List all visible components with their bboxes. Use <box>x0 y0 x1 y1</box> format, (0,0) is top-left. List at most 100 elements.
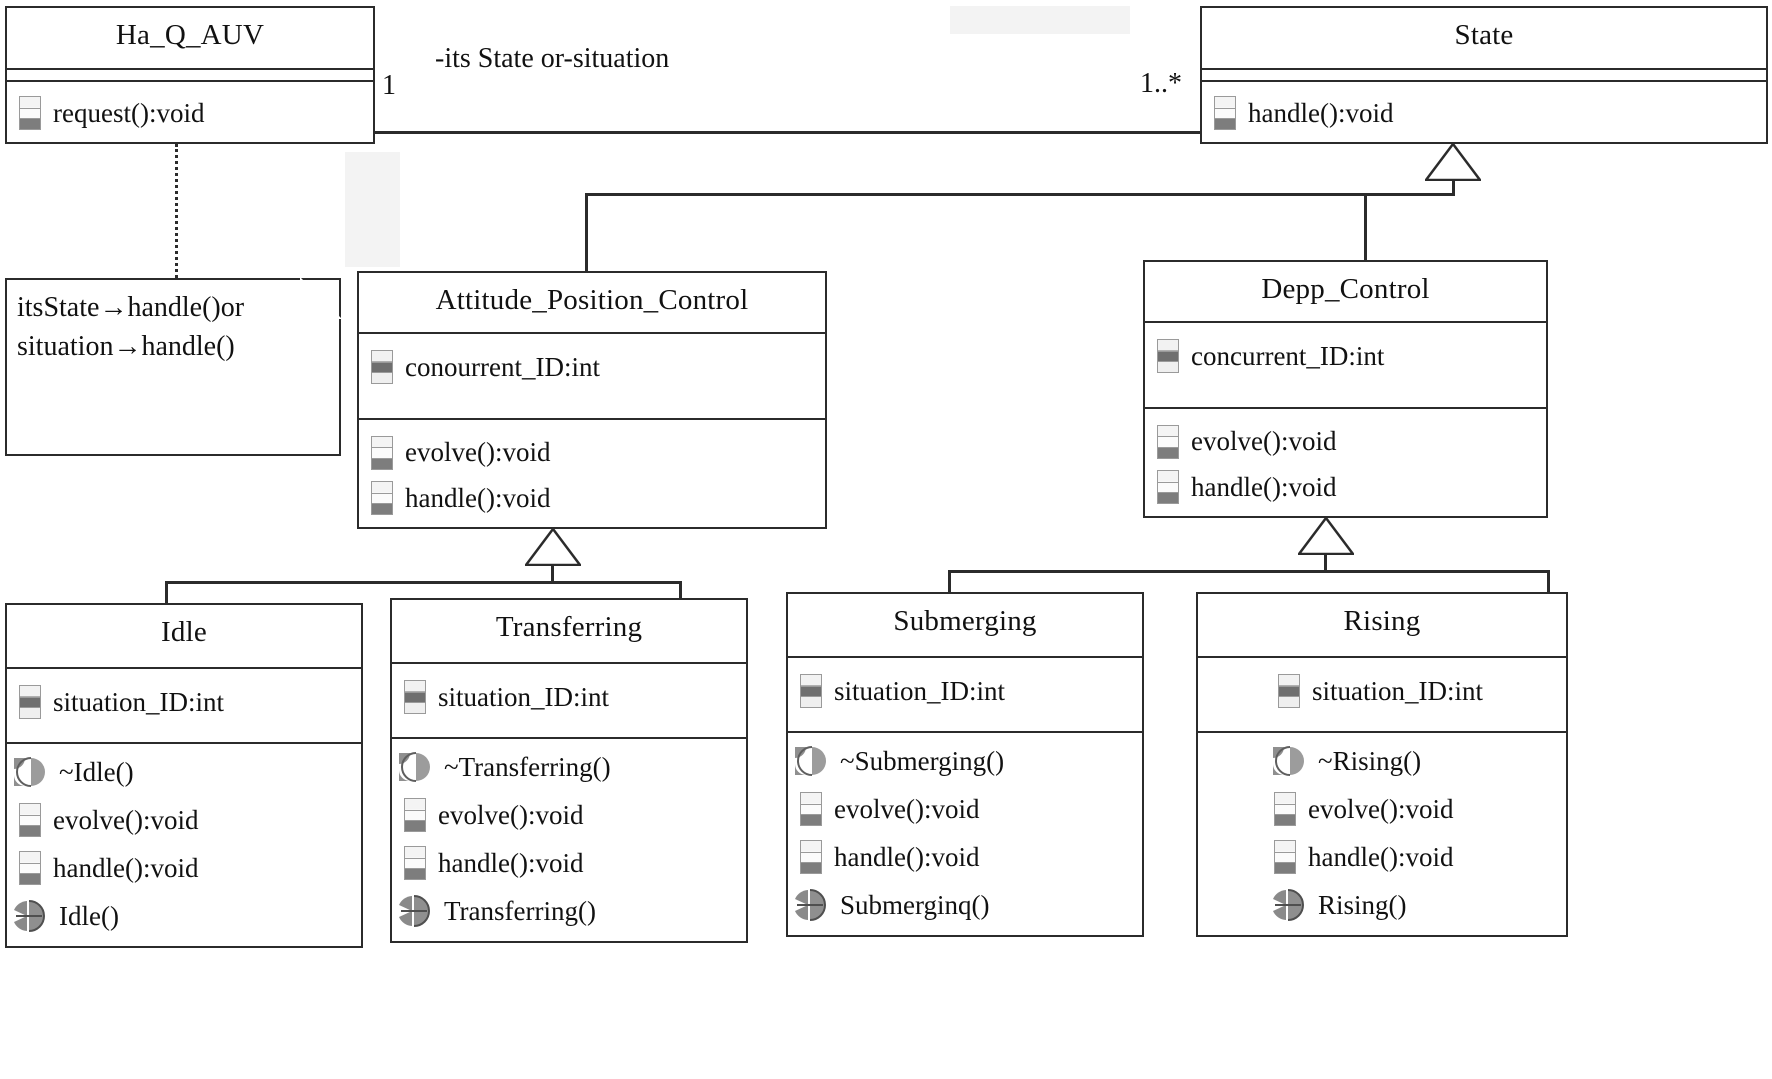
member-label: situation_ID:int <box>53 686 224 717</box>
member-label: situation_ID:int <box>834 675 1005 706</box>
member-row[interactable]: ~Transferring() <box>392 743 746 791</box>
member-label: Idle() <box>59 900 119 931</box>
class-box-attitude-position-control[interactable]: Attitude_Position_Control conourrent_ID:… <box>357 271 827 529</box>
destructor-glyph <box>399 752 430 782</box>
class-name-submerging: Submerging <box>893 605 1037 637</box>
member-row[interactable]: situation_ID:int <box>1198 658 1566 724</box>
member-row[interactable]: Idle() <box>7 892 361 940</box>
class-compartment-attributes: conourrent_ID:int <box>359 332 825 418</box>
member-row[interactable]: Submerginq() <box>788 881 1142 929</box>
method-icon <box>19 96 41 130</box>
member-row[interactable]: evolve():void <box>359 429 825 476</box>
member-row[interactable]: handle():void <box>7 844 361 892</box>
member-row[interactable]: ~Rising() <box>1198 737 1566 785</box>
member-label: Transferring() <box>444 895 596 926</box>
member-row[interactable]: evolve():void <box>1198 785 1566 833</box>
member-row[interactable]: situation_ID:int <box>788 658 1142 724</box>
method-icon <box>371 435 393 470</box>
class-compartment-methods: handle():void <box>1202 80 1766 144</box>
method-icon <box>19 851 41 885</box>
method-icon <box>1214 96 1236 130</box>
constructor-glyph <box>1273 889 1304 921</box>
triangle-glyph <box>1423 141 1483 182</box>
member-row[interactable]: Transferring() <box>392 887 746 935</box>
member-row[interactable]: evolve():void <box>1145 418 1546 465</box>
method-icon <box>1274 792 1296 826</box>
class-compartment-methods: ~Transferring() evolve():void handle():v… <box>392 737 746 935</box>
member-label: evolve():void <box>405 437 551 467</box>
member-row[interactable]: handle():void <box>788 833 1142 881</box>
class-compartment-methods: request():void <box>7 80 373 144</box>
member-label: ~Rising() <box>1318 745 1422 776</box>
member-label: ~Submerging() <box>840 745 1005 776</box>
generalization-stem <box>551 565 554 583</box>
generalization-bar <box>948 570 1549 573</box>
member-label: Rising() <box>1318 889 1407 920</box>
member-label: handle():void <box>405 482 551 513</box>
class-box-idle[interactable]: Idle situation_ID:int ~Idle() <box>5 603 363 948</box>
class-box-transferring[interactable]: Transferring situation_ID:int ~Transferr… <box>390 598 748 943</box>
class-box-rising[interactable]: Rising situation_ID:int ~Rising() <box>1196 592 1568 937</box>
class-box-ha-q-auv[interactable]: Ha_Q_AUV request():void <box>5 6 375 144</box>
member-row[interactable]: Rising() <box>1198 881 1566 929</box>
method-icon <box>404 846 426 880</box>
member-row[interactable]: evolve():void <box>392 791 746 839</box>
member-row[interactable]: request():void <box>7 82 373 144</box>
class-name-state: State <box>1454 19 1514 51</box>
constructor-icon <box>11 899 47 933</box>
member-row[interactable]: ~Submerging() <box>788 737 1142 785</box>
method-icon <box>19 803 41 837</box>
class-name-rising: Rising <box>1343 605 1421 637</box>
triangle-glyph <box>523 526 583 567</box>
member-row[interactable]: evolve():void <box>788 785 1142 833</box>
method-icon <box>404 798 426 832</box>
member-row[interactable]: handle():void <box>1198 833 1566 881</box>
class-box-state[interactable]: State handle():void <box>1200 6 1768 144</box>
note-line-1: itsState→handle()or <box>17 292 245 323</box>
constructor-glyph <box>14 900 45 932</box>
generalization-branch-rising <box>1547 570 1550 592</box>
class-box-submerging[interactable]: Submerging situation_ID:int ~Submerging(… <box>786 592 1144 937</box>
class-compartment-attributes: situation_ID:int <box>392 662 746 737</box>
member-label: handle():void <box>1191 471 1337 502</box>
destructor-glyph <box>1273 746 1304 776</box>
generalization-triangle-attitude <box>523 526 583 567</box>
member-row[interactable]: ~Idle() <box>7 748 361 796</box>
generalization-branch-depp <box>1364 193 1367 260</box>
member-row[interactable]: handle():void <box>392 839 746 887</box>
class-compartment-attributes <box>7 68 373 80</box>
member-row[interactable]: conourrent_ID:int <box>359 334 825 400</box>
constructor-icon <box>792 888 828 922</box>
generalization-stem <box>1324 554 1327 572</box>
note-anchor-line <box>175 144 178 278</box>
member-row[interactable]: situation_ID:int <box>7 669 361 735</box>
class-compartment-attributes: situation_ID:int <box>1198 656 1566 731</box>
destructor-icon <box>396 750 432 784</box>
attribute-icon <box>800 674 822 708</box>
member-label: situation_ID:int <box>1312 675 1483 706</box>
note-fold-icon <box>300 277 342 319</box>
member-row[interactable]: handle():void <box>359 476 825 520</box>
constructor-icon <box>396 894 432 928</box>
member-row[interactable]: handle():void <box>1145 465 1546 509</box>
member-label: evolve():void <box>834 793 980 824</box>
class-compartment-attributes <box>1202 68 1766 80</box>
method-icon <box>1157 470 1179 504</box>
class-name-depp-control: Depp_Control <box>1261 273 1430 305</box>
member-row[interactable]: evolve():void <box>7 796 361 844</box>
member-row[interactable]: handle():void <box>1202 82 1766 144</box>
class-name-ha-q-auv: Ha_Q_AUV <box>115 19 265 51</box>
generalization-triangle-state <box>1423 141 1483 182</box>
member-row[interactable]: situation_ID:int <box>392 664 746 730</box>
class-compartment-methods: ~Idle() evolve():void handle():void <box>7 742 361 940</box>
note-box[interactable]: itsState→handle()or situation→handle() <box>5 277 342 456</box>
generalization-branch-transferring <box>679 581 682 598</box>
member-row[interactable]: concurrent_ID:int <box>1145 323 1546 389</box>
class-box-depp-control[interactable]: Depp_Control concurrent_ID:int evolve():… <box>1143 260 1548 518</box>
scan-artifact <box>345 152 400 267</box>
generalization-bar <box>165 581 681 584</box>
association-label: -its State or-situation <box>435 43 670 74</box>
destructor-glyph <box>14 757 45 787</box>
class-compartment-attributes: situation_ID:int <box>7 667 361 742</box>
